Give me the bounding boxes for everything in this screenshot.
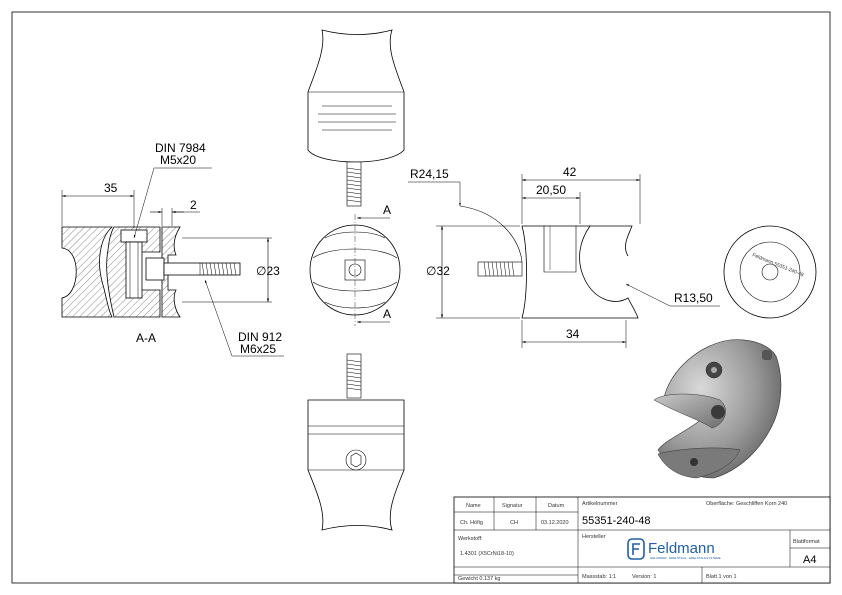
dim-34-label: 34 bbox=[566, 327, 580, 341]
sheet-border bbox=[11, 11, 831, 584]
dim-diameter-23-label: ∅23 bbox=[256, 264, 280, 278]
thread-stud-upper bbox=[346, 161, 362, 207]
screw-din-7984-shank bbox=[125, 241, 143, 299]
thread-stud-lower bbox=[346, 353, 362, 399]
tb-werkstoff-label: Werkstoff: bbox=[458, 536, 483, 542]
tb-header-datum: Datum bbox=[548, 503, 565, 509]
top-view-upper bbox=[307, 29, 405, 207]
dim-42-label: 42 bbox=[563, 165, 577, 179]
side-view-stud bbox=[477, 261, 523, 277]
bottom-view-lower bbox=[307, 353, 405, 531]
section-mark-bottom: A bbox=[383, 307, 391, 321]
tb-blattformat-label: Blattformat bbox=[793, 539, 820, 545]
screw-din-7984-head bbox=[120, 229, 148, 243]
render-jaw bbox=[653, 393, 726, 429]
tb-version: Version: 1 bbox=[632, 574, 656, 580]
render-lower-jaw bbox=[657, 447, 741, 479]
tb-hersteller-label: Hersteller bbox=[582, 534, 606, 540]
section-body-right bbox=[161, 226, 181, 318]
screw-din-912-head bbox=[145, 257, 165, 281]
callout-din-912: DIN 912 bbox=[238, 330, 282, 344]
side-view-body bbox=[521, 225, 639, 319]
screw-din-912-shank bbox=[163, 262, 241, 276]
end-view: Feldmann 55351-240-48 bbox=[723, 225, 817, 319]
end-view-hole bbox=[761, 263, 779, 281]
dim-r13-label: R13,50 bbox=[674, 291, 713, 305]
callout-din-7984: DIN 7984 bbox=[155, 141, 206, 155]
section-label-a-a: A-A bbox=[136, 331, 156, 345]
dim-2-label: 2 bbox=[190, 198, 197, 212]
dim-r24-label: R24,15 bbox=[410, 167, 449, 181]
tb-header-signatur: Signatur bbox=[502, 503, 523, 509]
callout-m6x25: M6x25 bbox=[240, 342, 276, 356]
callout-m5x20: M5x20 bbox=[160, 153, 196, 167]
tb-blatt: Blatt 1 von 1 bbox=[706, 574, 737, 580]
feldmann-logo: Feldmann GELÄNDER · EDELSTAHL · EDELSTAH… bbox=[627, 538, 721, 560]
tb-blattformat: A4 bbox=[803, 554, 816, 566]
feldmann-logo-tagline: GELÄNDER · EDELSTAHL · EDELSTAHLSYSTEME bbox=[650, 556, 721, 560]
feldmann-logo-icon bbox=[627, 538, 645, 560]
tb-artikelnummer-label: Artikelnummer bbox=[582, 501, 618, 507]
tb-value-signatur: CH bbox=[510, 520, 518, 526]
dim-20-50-label: 20,50 bbox=[536, 183, 566, 197]
section-mark-top: A bbox=[383, 203, 391, 217]
front-view: A A bbox=[309, 203, 401, 326]
feldmann-logo-text: Feldmann bbox=[648, 540, 715, 557]
section-view-a-a: 35 2 ∅23 DIN 7984 M5x20 DIN 912 M6x25 A-… bbox=[61, 141, 284, 357]
dim-35-label: 35 bbox=[104, 181, 118, 195]
tb-werkstoff-value: 1.4301 (X5CrNi18-10) bbox=[460, 551, 514, 557]
tb-massstab: Massstab: 1:1 bbox=[582, 574, 616, 580]
section-body-left bbox=[61, 226, 114, 318]
render-side-bore bbox=[711, 405, 725, 419]
side-view: R24,15 42 20,50 ∅32 R13,50 34 bbox=[408, 165, 720, 348]
tb-header-name: Name bbox=[466, 503, 481, 509]
title-block: Name Signatur Datum Ch. Höfig CH 03.12.2… bbox=[453, 496, 831, 584]
tb-oberflaeche: Oberfläche: Geschliffen Korn 240 bbox=[706, 501, 787, 507]
tb-artikelnummer: 55351-240-48 bbox=[582, 515, 651, 527]
dim-diameter-32-label: ∅32 bbox=[426, 264, 450, 278]
tb-value-name: Ch. Höfig bbox=[460, 520, 483, 526]
tb-value-datum: 03.12.2020 bbox=[541, 520, 569, 526]
tb-gewicht: Gewicht 0.137 kg bbox=[458, 576, 501, 582]
iso-render bbox=[653, 339, 782, 479]
